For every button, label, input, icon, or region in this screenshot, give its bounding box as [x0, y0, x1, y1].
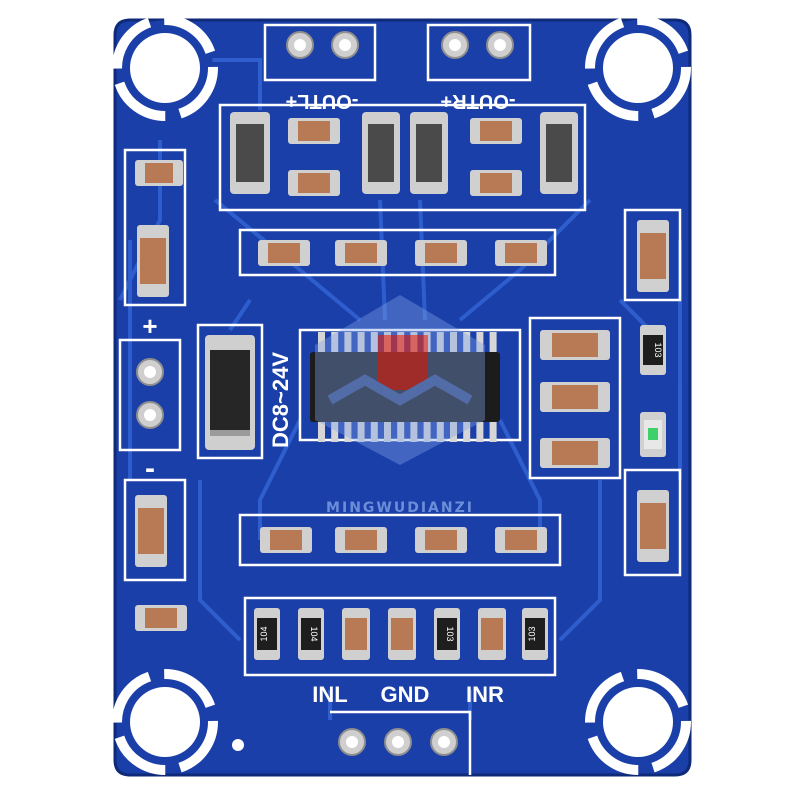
- capacitor: [637, 220, 669, 292]
- label-power-plus: +: [142, 311, 157, 341]
- resistor-code-label: 103: [445, 626, 455, 641]
- capacitor: [335, 527, 387, 553]
- capacitor: [135, 495, 167, 567]
- resistor: 103: [522, 608, 548, 660]
- resistor-code-label: 103: [527, 626, 537, 641]
- ic-pin: [370, 332, 378, 354]
- silkscreen-outlines: [118, 23, 682, 775]
- ic-pin: [370, 420, 378, 442]
- ic-pin: [318, 420, 325, 442]
- ic-pin: [450, 332, 457, 354]
- resistor: 104: [298, 608, 324, 660]
- capacitor: [342, 608, 370, 660]
- ic-pin: [489, 420, 497, 442]
- mounting-holes: [112, 15, 691, 775]
- capacitor: [260, 527, 312, 553]
- inductor: [230, 112, 270, 194]
- inductor: [540, 112, 578, 194]
- inductor: [410, 112, 448, 194]
- capacitor: [258, 240, 310, 266]
- capacitor: [637, 490, 669, 562]
- status-led: [640, 412, 666, 457]
- capacitor: [335, 240, 387, 266]
- label-out-right: -OUTR+: [441, 90, 516, 112]
- fiducial-dot: [232, 739, 244, 751]
- ic-pin: [344, 420, 352, 442]
- capacitor: [495, 240, 547, 266]
- ic-pin: [436, 332, 444, 354]
- house-cube-logo-icon: [315, 295, 485, 465]
- resistor-code-label: 104: [259, 626, 269, 641]
- ic-pin: [331, 332, 339, 354]
- resistor-code-label: 103: [653, 342, 663, 357]
- input-header: [338, 728, 458, 756]
- ic-pin: [476, 332, 484, 354]
- inductor: [362, 112, 400, 194]
- capacitor: [540, 438, 610, 468]
- mounting-hole-bottom-left: [112, 669, 218, 775]
- resistor-code-label: 104: [309, 626, 319, 641]
- ic-pin: [410, 420, 418, 442]
- ic-pin: [436, 420, 444, 442]
- ic-pin: [318, 332, 325, 354]
- capacitor: [540, 382, 610, 412]
- label-power-minus: -: [145, 452, 155, 485]
- output-header-right: [441, 31, 514, 59]
- ic-pin: [344, 332, 352, 354]
- capacitor: [478, 608, 506, 660]
- ic-pin: [331, 420, 339, 442]
- label-input-left: INL: [312, 682, 347, 707]
- ic-pin: [489, 332, 497, 354]
- mounting-hole-top-left: [112, 15, 218, 121]
- copper-traces: [118, 58, 682, 720]
- capacitor: [415, 240, 467, 266]
- ic-pin: [397, 420, 405, 442]
- ic-pin: [357, 420, 365, 442]
- ic-pin: [476, 420, 484, 442]
- capacitor: [540, 330, 610, 360]
- capacitor: [137, 225, 169, 297]
- mounting-hole-top-right: [585, 15, 691, 121]
- capacitor: [415, 527, 467, 553]
- inductors: [230, 112, 578, 194]
- resistor-right: 103: [640, 325, 666, 375]
- resistor: 103: [434, 608, 460, 660]
- ic-pin: [463, 420, 471, 442]
- power-terminal: [136, 358, 164, 429]
- ic-pin: [384, 420, 391, 442]
- capacitor: [135, 160, 183, 186]
- capacitor: [135, 605, 187, 631]
- watermark: MINGWUDIANZI: [315, 295, 485, 516]
- label-out-left: -OUTL+: [286, 90, 359, 112]
- label-input-right: INR: [466, 682, 504, 707]
- capacitor: [288, 170, 340, 196]
- protection-diode: [205, 335, 255, 450]
- output-header-left: [286, 31, 359, 59]
- ic-pin: [357, 332, 365, 354]
- capacitor: [470, 170, 522, 196]
- ic-pin: [423, 420, 431, 442]
- label-voltage: DC8~24V: [268, 352, 293, 448]
- watermark-subtitle: MINGWUDIANZI: [326, 500, 474, 516]
- capacitor: [470, 118, 522, 144]
- capacitor: [388, 608, 416, 660]
- capacitor: [495, 527, 547, 553]
- resistor-row: 104 104 103 103: [254, 608, 548, 660]
- capacitor: [288, 118, 340, 144]
- label-input-ground: GND: [381, 682, 430, 707]
- smd-capacitors: [135, 118, 669, 631]
- ic-pin: [463, 332, 471, 354]
- mounting-hole-bottom-right: [585, 669, 691, 775]
- resistor: 104: [254, 608, 280, 660]
- ic-pin: [450, 420, 457, 442]
